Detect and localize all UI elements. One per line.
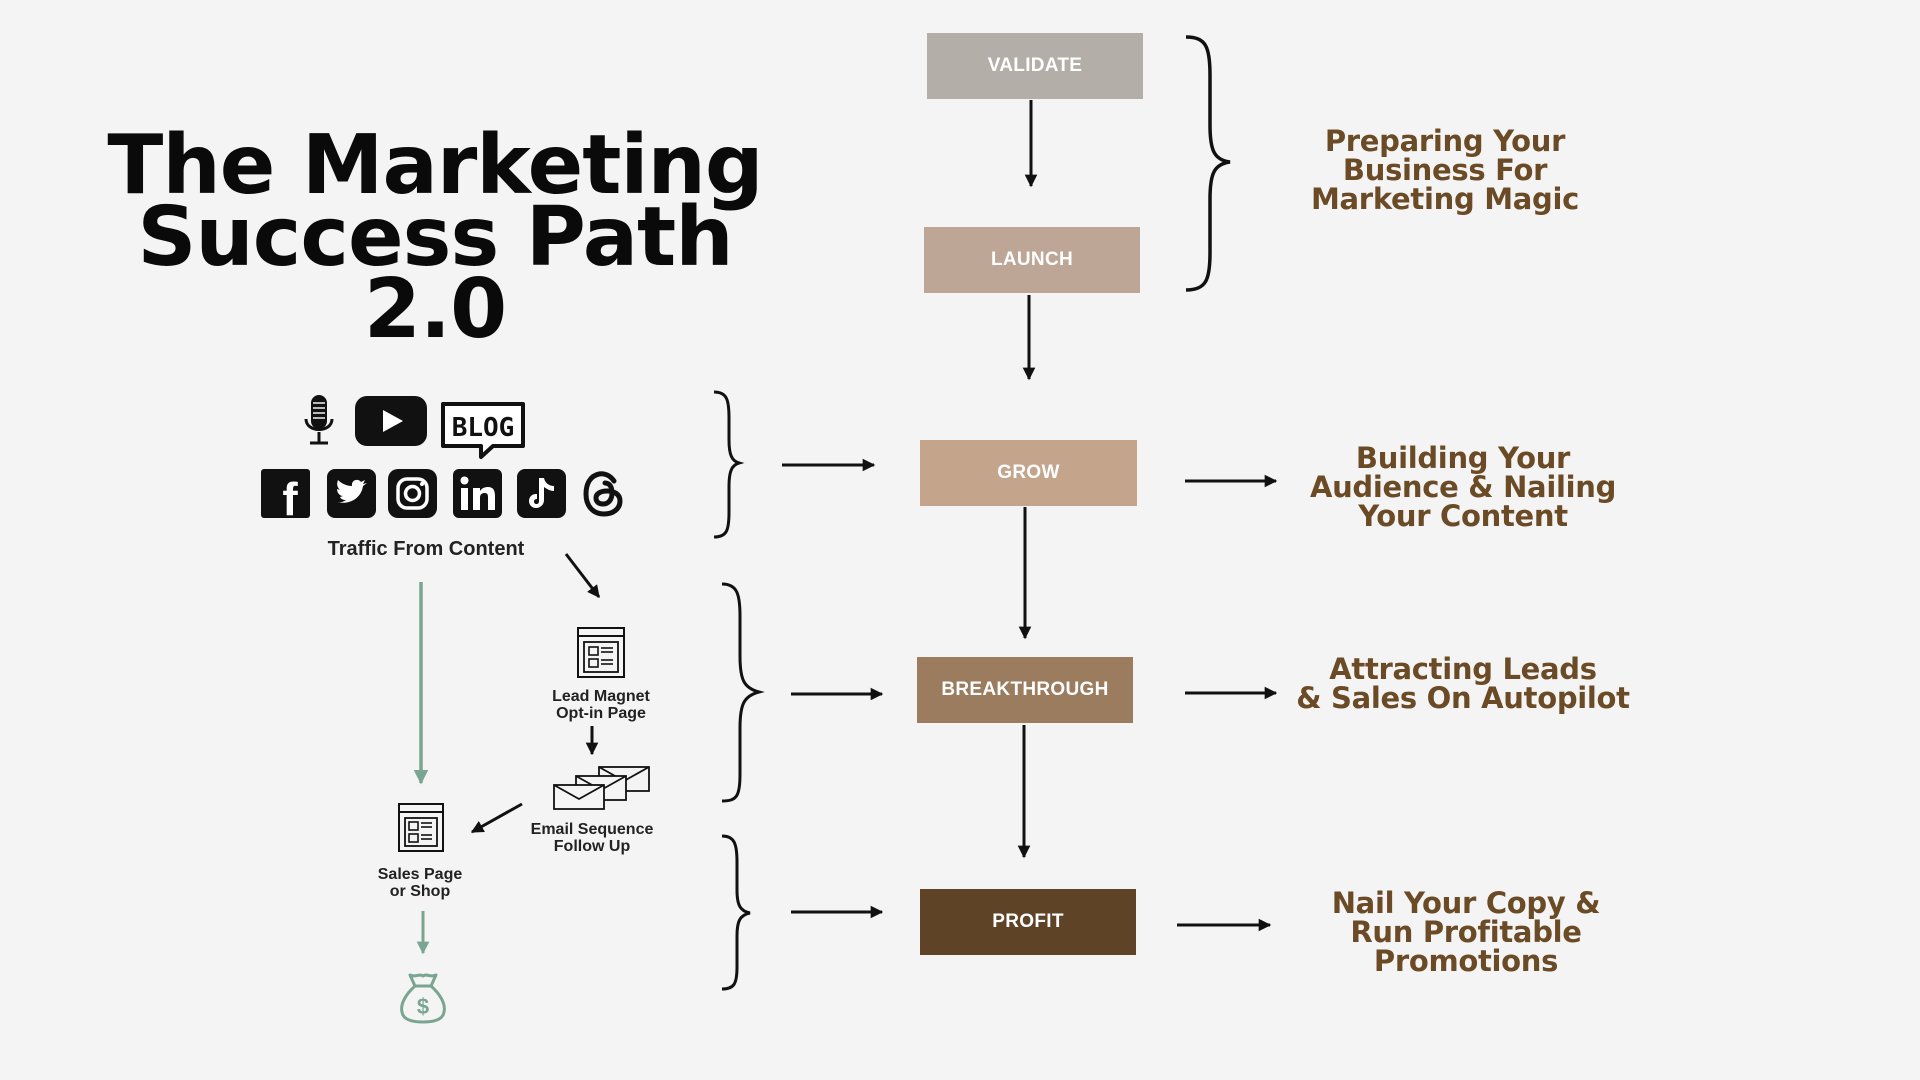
- desc-nail-copy-line-2: Run Profitable: [1350, 915, 1582, 949]
- desc-building-line-1: Building Your: [1355, 441, 1571, 475]
- traffic-label: Traffic From Content: [327, 538, 525, 560]
- desc-nail-copy: Nail Your Copy & Run Profitable Promotio…: [1296, 889, 1636, 976]
- sales-page-label: Sales Page or Shop: [360, 866, 480, 900]
- desc-nail-copy-line-1: Nail Your Copy &: [1331, 886, 1601, 920]
- lead-magnet-line-1: Lead Magnet: [552, 688, 650, 705]
- title-line-2: Success Path 2.0: [137, 190, 733, 357]
- step-grow: GROW: [920, 440, 1137, 506]
- microphone-icon: [304, 395, 334, 445]
- sales-page-icon: [398, 803, 444, 852]
- brace-preparing: [1185, 35, 1231, 292]
- sales-page-line-1: Sales Page: [377, 866, 463, 883]
- youtube-icon: [355, 396, 427, 446]
- arrow-email-to-sales-page: [470, 802, 523, 834]
- arrow-traffic-to-lead-magnet: [564, 553, 601, 598]
- facebook-icon: f: [261, 469, 310, 525]
- desc-nail-copy-line-3: Promotions: [1373, 944, 1559, 978]
- desc-building: Building Your Audience & Nailing Your Co…: [1283, 444, 1643, 531]
- lead-magnet-page-icon: [577, 627, 625, 678]
- desc-attracting-line-1: Attracting Leads: [1329, 652, 1597, 686]
- step-breakthrough: BREAKTHROUGH: [917, 657, 1133, 723]
- instagram-icon: [388, 469, 437, 518]
- desc-building-line-2: Audience & Nailing: [1309, 470, 1617, 504]
- threads-icon: [583, 471, 623, 517]
- email-sequence-label: Email Sequence Follow Up: [512, 821, 672, 855]
- email-sequence-line-2: Follow Up: [553, 838, 631, 855]
- brace-breakthrough: [721, 582, 765, 803]
- lead-magnet-line-2: Opt-in Page: [556, 705, 646, 722]
- tiktok-icon: [517, 469, 566, 518]
- envelopes-icon: [553, 766, 650, 810]
- sales-page-line-2: or Shop: [389, 883, 451, 900]
- desc-preparing-line-2: Business For: [1342, 153, 1548, 187]
- svg-text:f: f: [282, 473, 298, 525]
- brace-profit: [721, 834, 751, 991]
- step-validate: VALIDATE: [927, 33, 1143, 99]
- desc-attracting: Attracting Leads & Sales On Autopilot: [1283, 655, 1643, 713]
- step-profit: PROFIT: [920, 889, 1136, 955]
- blog-icon-text: BLOG: [452, 413, 515, 443]
- email-sequence-line-1: Email Sequence: [530, 821, 654, 838]
- title-line-1: The Marketing: [107, 118, 763, 213]
- linkedin-icon: [453, 469, 502, 518]
- desc-preparing-line-1: Preparing Your: [1324, 124, 1566, 158]
- brace-grow: [713, 390, 745, 539]
- desc-building-line-3: Your Content: [1358, 499, 1568, 533]
- blog-icon: BLOG: [441, 402, 525, 459]
- lead-magnet-label: Lead Magnet Opt-in Page: [521, 688, 681, 722]
- money-bag-icon: $: [400, 973, 446, 1024]
- desc-preparing: Preparing Your Business For Marketing Ma…: [1270, 127, 1620, 214]
- svg-text:$: $: [417, 994, 429, 1019]
- desc-preparing-line-3: Marketing Magic: [1310, 182, 1580, 216]
- step-launch: LAUNCH: [924, 227, 1140, 293]
- twitter-icon: [327, 469, 376, 518]
- desc-attracting-line-2: & Sales On Autopilot: [1296, 681, 1630, 715]
- page-title: The Marketing Success Path 2.0: [70, 118, 800, 357]
